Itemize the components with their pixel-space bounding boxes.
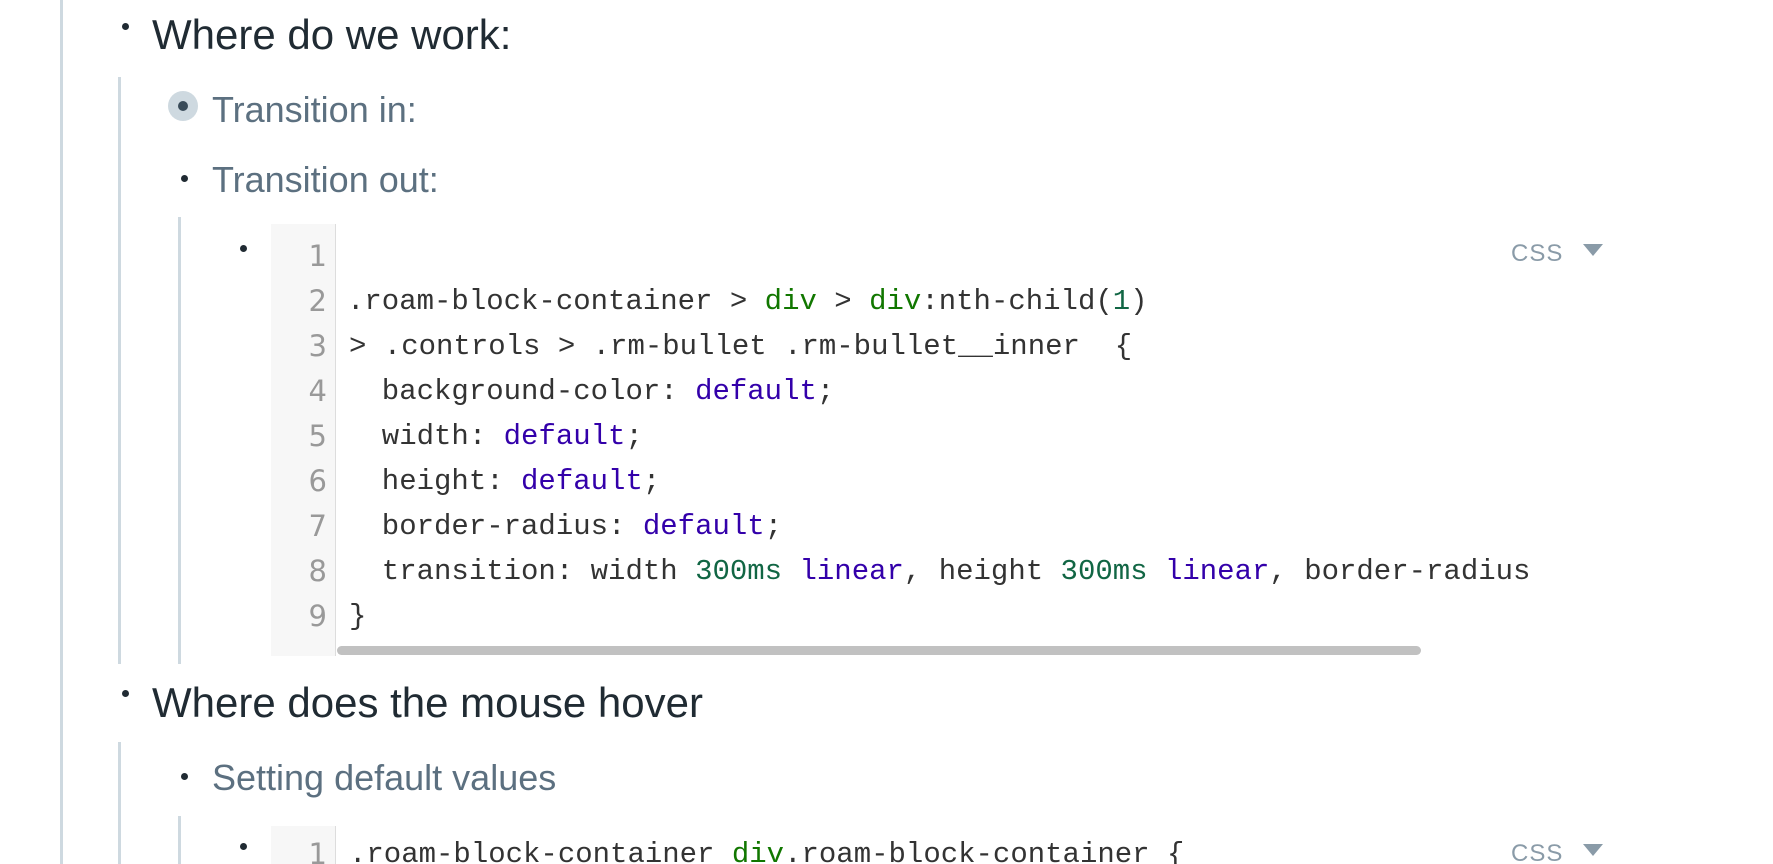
code-token: ; — [642, 465, 661, 498]
code-token: ; — [764, 510, 783, 543]
bullet-dot-icon[interactable] — [122, 23, 129, 30]
code-token — [782, 555, 799, 588]
code-token: > .controls > .rm-bullet .rm-bullet__inn… — [349, 330, 1133, 363]
code-token: border-radius: — [347, 510, 643, 543]
code-token: default — [503, 420, 626, 453]
line-number: 4 — [308, 374, 327, 408]
code-token: div — [764, 285, 817, 318]
code-token: height: — [347, 465, 522, 498]
code-token: linear — [799, 555, 904, 588]
bullet-dot-icon[interactable] — [181, 175, 188, 182]
code-token: default — [642, 510, 765, 543]
horizontal-scrollbar-thumb[interactable] — [337, 646, 1421, 655]
block-title[interactable]: Transition out: — [212, 159, 439, 200]
code-line[interactable]: } — [349, 602, 366, 631]
bullet-inner-dot — [178, 101, 188, 111]
line-number: 2 — [308, 284, 327, 318]
code-token: , border-radius — [1269, 555, 1548, 588]
code-line[interactable]: .roam-block-container div.roam-block-con… — [349, 840, 1184, 864]
line-number: 7 — [308, 509, 327, 543]
line-number: 1 — [308, 837, 327, 864]
language-select[interactable]: CSS — [1511, 240, 1564, 267]
code-token: ; — [816, 375, 835, 408]
code-token: .roam-block-container { — [784, 838, 1185, 864]
code-line[interactable]: > .controls > .rm-bullet .rm-bullet__inn… — [349, 332, 1132, 361]
outline-guide-item2 — [118, 742, 121, 864]
code-token: 1 — [1112, 285, 1131, 318]
line-number: 8 — [308, 554, 327, 588]
code-line[interactable]: border-radius: default; — [347, 512, 782, 541]
code-gutter — [271, 224, 336, 656]
line-number: 6 — [308, 464, 327, 498]
code-token: background-color: — [347, 375, 696, 408]
code-token: width: — [347, 420, 504, 453]
bullet-dot-icon[interactable] — [240, 245, 247, 252]
bullet-dot-icon[interactable] — [122, 690, 129, 697]
code-token: ) — [1130, 285, 1148, 318]
bullet-ring-icon[interactable] — [168, 91, 198, 121]
line-number: 5 — [308, 419, 327, 453]
code-gutter — [271, 826, 336, 864]
outline-guide-code2 — [178, 816, 181, 864]
code-token — [1148, 555, 1165, 588]
code-token: default — [695, 375, 817, 408]
code-token: transition: width — [347, 555, 696, 588]
code-token: , height — [903, 555, 1061, 588]
code-token: .roam-block-container > — [347, 285, 765, 318]
code-line[interactable]: background-color: default; — [347, 375, 835, 408]
code-token: linear — [1164, 555, 1270, 588]
language-select[interactable]: CSS — [1511, 840, 1564, 864]
block-title[interactable]: Where do we work: — [152, 11, 512, 58]
bullet-dot-icon[interactable] — [181, 773, 188, 780]
caret-down-icon[interactable] — [1583, 844, 1603, 856]
outline-guide-root — [60, 0, 63, 864]
code-token: div — [869, 285, 922, 318]
code-token: default — [521, 465, 643, 498]
outline-guide-code1 — [178, 217, 181, 664]
caret-down-icon[interactable] — [1583, 244, 1603, 256]
code-line[interactable]: transition: width 300ms linear, height 3… — [347, 557, 1548, 586]
outline-guide-item1 — [118, 77, 121, 664]
code-token: > — [816, 285, 870, 318]
code-token: 300ms — [1060, 555, 1148, 588]
line-number: 1 — [308, 239, 327, 273]
block-title[interactable]: Transition in: — [212, 89, 417, 130]
code-token: 300ms — [695, 555, 783, 588]
line-number: 9 — [308, 599, 327, 633]
code-token: div — [731, 838, 785, 864]
code-block-css-2[interactable]: 1 .roam-block-container div.roam-block-c… — [271, 826, 1626, 864]
bullet-dot-icon[interactable] — [240, 843, 247, 850]
code-line[interactable]: width: default; — [347, 422, 643, 451]
code-token: :nth-child( — [921, 285, 1113, 318]
block-title[interactable]: Setting default values — [212, 757, 557, 798]
code-block-css-1[interactable]: 1 2 3 4 5 6 7 8 9 .roam-block-container … — [271, 224, 1626, 656]
code-token: } — [349, 600, 367, 633]
code-line[interactable]: .roam-block-container > div > div:nth-ch… — [347, 287, 1148, 316]
code-token: ; — [625, 420, 643, 453]
block-title[interactable]: Where does the mouse hover — [152, 679, 703, 726]
code-token: .roam-block-container — [349, 838, 732, 864]
line-number: 3 — [308, 329, 327, 363]
code-line[interactable]: height: default; — [347, 467, 660, 496]
